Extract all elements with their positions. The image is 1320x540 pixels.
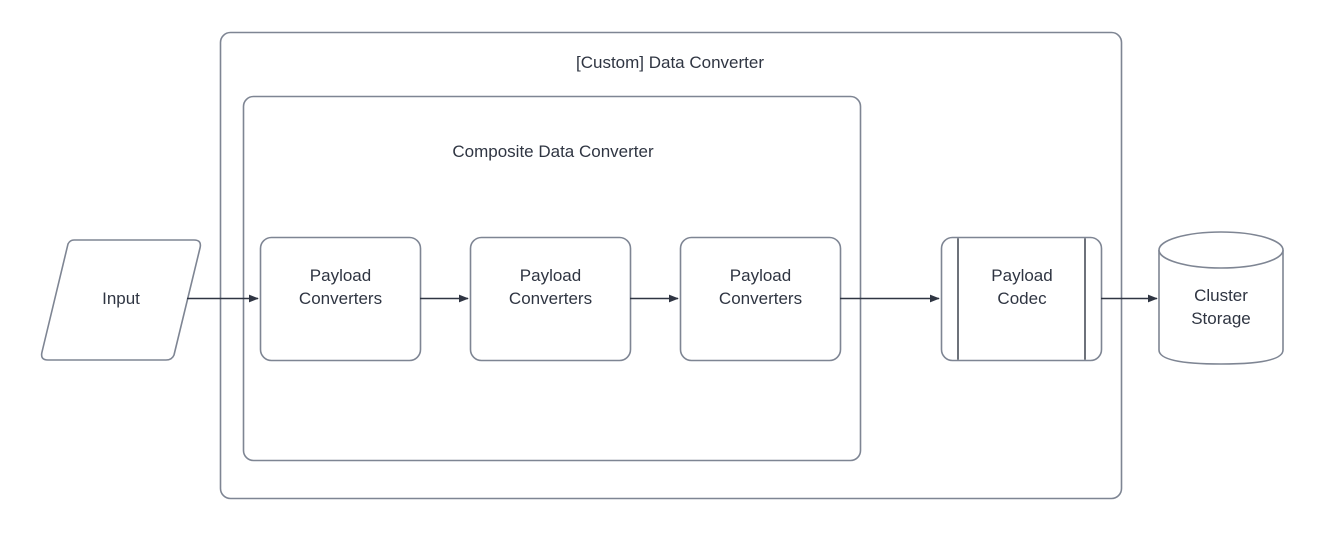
node-cluster-storage[interactable]: [1158, 231, 1284, 365]
node-payload-converters-2[interactable]: [469, 236, 632, 362]
node-payload-converters-1[interactable]: [259, 236, 422, 362]
node-input[interactable]: [40, 239, 202, 361]
node-payload-converters-3[interactable]: [679, 236, 842, 362]
node-payload-codec[interactable]: [940, 236, 1103, 362]
cylinder-top: [1158, 231, 1284, 269]
